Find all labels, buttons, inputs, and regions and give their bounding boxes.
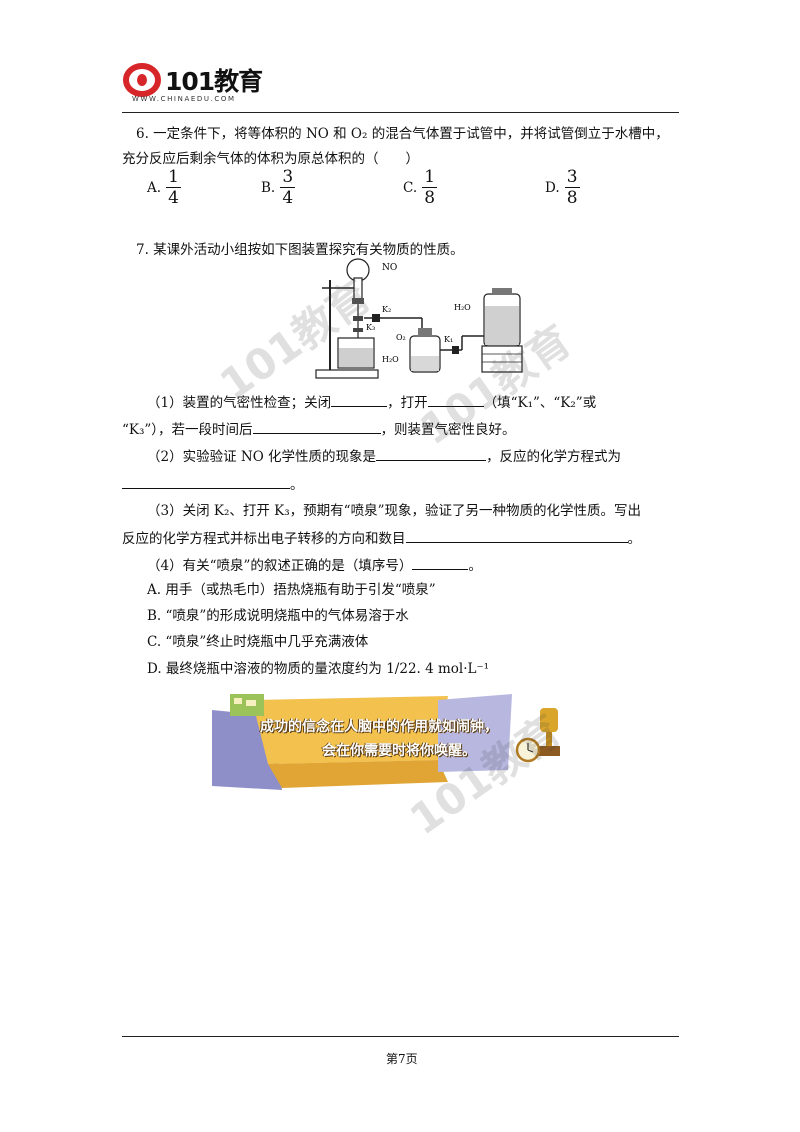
label-k1: K₁ [444,335,453,344]
q7-stem: 7. 某课外活动小组按如下图装置探究有关物质的性质。 [136,242,464,258]
q6-line1: 6. 一定条件下，将等体积的 NO 和 O₂ 的混合气体置于试管中，并将试管倒立… [136,126,669,142]
q7-part1-line2: “K₃”），若一段时间后，则装置气密性良好。 [122,419,516,440]
label-k2: K₂ [382,305,391,314]
answer-blank[interactable] [122,474,290,489]
answer-blank[interactable] [376,446,487,461]
q7-part2-line2: 。 [122,474,304,495]
answer-blank[interactable] [331,392,388,407]
header-logo [122,62,252,108]
logo-text: 101教育 [165,67,263,96]
answer-blank[interactable] [427,392,484,407]
q7-part2-line1: （2）实验验证 NO 化学性质的现象是，反应的化学方程式为 [147,446,621,467]
q7-option-d: D. 最终烧瓶中溶液的物质的量浓度约为 1/22. 4 mol·L⁻¹ [147,661,490,677]
q7-option-c: C. “喷泉”终止时烧瓶中几乎充满液体 [147,634,369,650]
logo-subtitle: WWW.CHINAEDU.COM [132,95,236,103]
banner-illustration [212,694,560,790]
label-o2: O₂ [396,333,406,342]
banner-line2: 会在你需要时将你唤醒。 [322,743,476,759]
q7-part4-line1: （4）有关“喷泉”的叙述正确的是（填序号）。 [147,555,482,576]
q7-part1-line1: （1）装置的气密性检查；关闭，打开（填“K₁”、“K₂”或 [147,392,596,413]
answer-blank[interactable] [412,555,469,570]
answer-blank[interactable] [405,528,628,543]
footer-rule [122,1036,679,1037]
option-label: C. [403,180,418,196]
q6-line2: 充分反应后剩余气体的体积为原总体积的（ ） [122,151,419,167]
apparatus-diagram: NO K₂ K₃ O₂ K₁ H₂O H₂O [312,258,532,382]
apparatus-drawing: NO K₂ K₃ O₂ K₁ H₂O H₂O [315,258,523,379]
label-h2o-left: H₂O [382,355,399,364]
q7-option-a: A. 用手（或热毛巾）捂热烧瓶有助于引发“喷泉” [147,582,436,598]
motivational-banner: 成功的信念在人脑中的作用就如闹钟， 会在你需要时将你唤醒。 [212,690,588,790]
answer-blank[interactable] [252,419,381,434]
q7-option-b: B. “喷泉”的形成说明烧瓶中的气体易溶于水 [147,608,409,624]
logo-ring-icon [123,63,161,97]
label-h2o-right: H₂O [454,303,471,312]
page-number: 第7页 [386,1052,418,1066]
label-no: NO [382,263,397,273]
q7-part3-line2: 反应的化学方程式并标出电子转移的方向和数目。 [122,528,641,549]
option-label: B. [261,180,276,196]
label-k3: K₃ [366,323,375,332]
option-label: A. [147,180,162,196]
option-label: D. [545,180,560,196]
header-rule [122,112,679,113]
banner-line1: 成功的信念在人脑中的作用就如闹钟， [260,719,498,735]
q7-part3-line1: （3）关闭 K₂、打开 K₃，预期有“喷泉”现象，验证了另一种物质的化学性质。写… [147,503,641,519]
